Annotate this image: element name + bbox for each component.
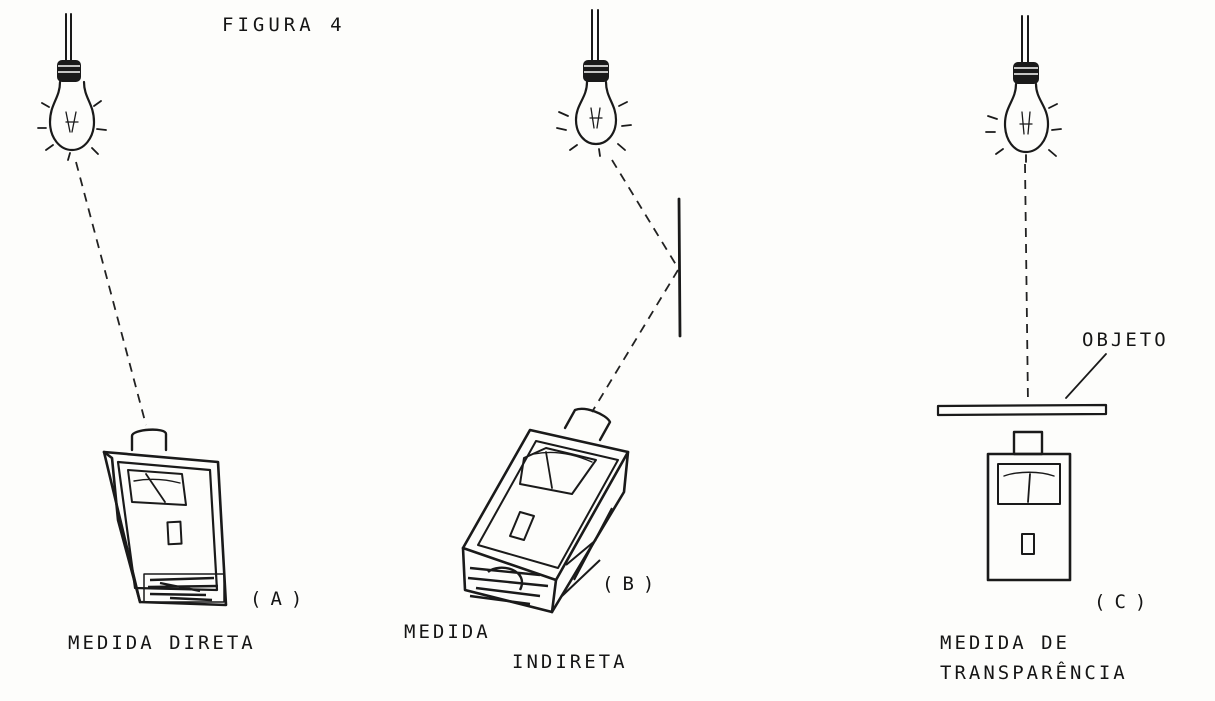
object-leader-line (1065, 353, 1107, 399)
panel-c (936, 15, 1108, 582)
panel-c-caption-line-2: TRANSPARÊNCIA (940, 662, 1128, 684)
light-bulb-icon (556, 9, 632, 157)
panel-b-tag: (B) (602, 573, 664, 595)
reflecting-surface (677, 197, 682, 338)
incident-ray (611, 159, 679, 269)
panel-b-caption-line-1: MEDIDA (404, 621, 491, 643)
panel-a-tag: (A) (250, 588, 312, 610)
light-meter-device (102, 428, 228, 607)
panel-a (37, 13, 228, 607)
reflected-ray (591, 269, 679, 413)
figure-title: FIGURA 4 (222, 14, 346, 36)
panel-c-tag: (C) (1094, 591, 1156, 613)
light-bulb-icon (985, 15, 1062, 163)
object-label: OBJETO (1082, 329, 1169, 351)
light-ray (75, 161, 147, 426)
panel-b-caption-line-2: INDIRETA (512, 651, 628, 673)
panel-a-caption: MEDIDA DIRETA (68, 632, 256, 654)
light-meter-device (986, 430, 1072, 582)
light-meter-device (461, 407, 630, 614)
panel-c-caption-line-1: MEDIDA DE (940, 632, 1070, 654)
light-ray (1024, 163, 1029, 405)
light-bulb-icon (37, 13, 107, 161)
object-plate (936, 403, 1108, 417)
panel-b (461, 9, 682, 614)
